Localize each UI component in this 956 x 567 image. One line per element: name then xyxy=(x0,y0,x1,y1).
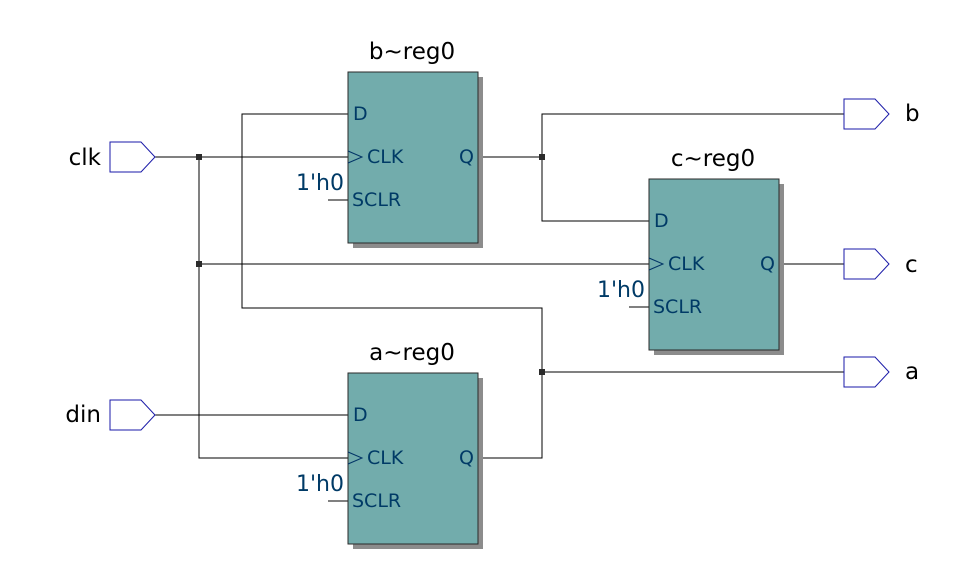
register-a-pin-q: Q xyxy=(459,447,474,469)
wire-a-q[interactable] xyxy=(241,113,543,459)
register-a[interactable]: a~reg0 D CLK SCLR Q 1'h0 xyxy=(296,340,483,549)
register-a-clock-triangle xyxy=(347,451,364,465)
register-a-pin-clk: CLK xyxy=(367,447,404,469)
junction-b-q xyxy=(539,154,545,160)
register-a-pin-d: D xyxy=(353,404,368,426)
register-c-pin-q: Q xyxy=(760,253,775,275)
register-b-body[interactable] xyxy=(347,71,479,244)
register-b-pin-sclr: SCLR xyxy=(352,189,401,211)
wire-b-to-output[interactable] xyxy=(541,113,844,157)
register-a-title: a~reg0 xyxy=(369,340,455,366)
junction-clk-2 xyxy=(196,261,202,267)
register-c-clock-triangle xyxy=(648,257,665,271)
register-b-sclr-const: 1'h0 xyxy=(296,171,344,196)
input-port-din-label: din xyxy=(65,402,101,428)
register-b-pin-clk: CLK xyxy=(367,146,404,168)
input-port-clk[interactable]: clk xyxy=(69,141,156,173)
register-a-pin-sclr: SCLR xyxy=(352,490,401,512)
input-port-din-shape[interactable] xyxy=(109,399,156,431)
output-port-b-shape[interactable] xyxy=(843,98,890,130)
input-port-clk-label: clk xyxy=(69,145,102,171)
register-c-pin-clk: CLK xyxy=(668,253,705,275)
output-port-b-label: b xyxy=(905,101,920,127)
register-c[interactable]: c~reg0 D CLK SCLR Q 1'h0 xyxy=(597,146,784,355)
input-port-clk-shape[interactable] xyxy=(109,141,156,173)
junction-a-q xyxy=(539,369,545,375)
wires xyxy=(155,113,844,502)
output-port-b[interactable]: b xyxy=(843,98,920,130)
register-a-body[interactable] xyxy=(347,372,479,545)
register-b-title: b~reg0 xyxy=(369,39,455,65)
register-c-title: c~reg0 xyxy=(671,146,755,172)
output-port-c-shape[interactable] xyxy=(843,248,890,280)
register-b-clock-triangle xyxy=(347,150,364,164)
output-port-c[interactable]: c xyxy=(843,248,918,280)
junction-clk-1 xyxy=(196,154,202,160)
output-port-a[interactable]: a xyxy=(843,356,919,388)
register-c-body[interactable] xyxy=(648,178,780,351)
register-c-sclr-const: 1'h0 xyxy=(597,278,645,303)
register-c-pin-d: D xyxy=(654,210,669,232)
register-a-sclr-const: 1'h0 xyxy=(296,472,344,497)
output-port-a-label: a xyxy=(905,359,919,385)
wire-clk-trunk[interactable] xyxy=(198,157,348,459)
register-b-pin-d: D xyxy=(353,103,368,125)
input-port-din[interactable]: din xyxy=(65,399,156,431)
output-port-a-shape[interactable] xyxy=(843,356,890,388)
output-port-c-label: c xyxy=(905,252,918,278)
register-b[interactable]: b~reg0 D CLK SCLR Q 1'h0 xyxy=(296,39,483,248)
register-c-pin-sclr: SCLR xyxy=(653,296,702,318)
junctions xyxy=(196,154,545,375)
wire-b-to-c-d[interactable] xyxy=(541,157,649,222)
register-b-pin-q: Q xyxy=(459,146,474,168)
